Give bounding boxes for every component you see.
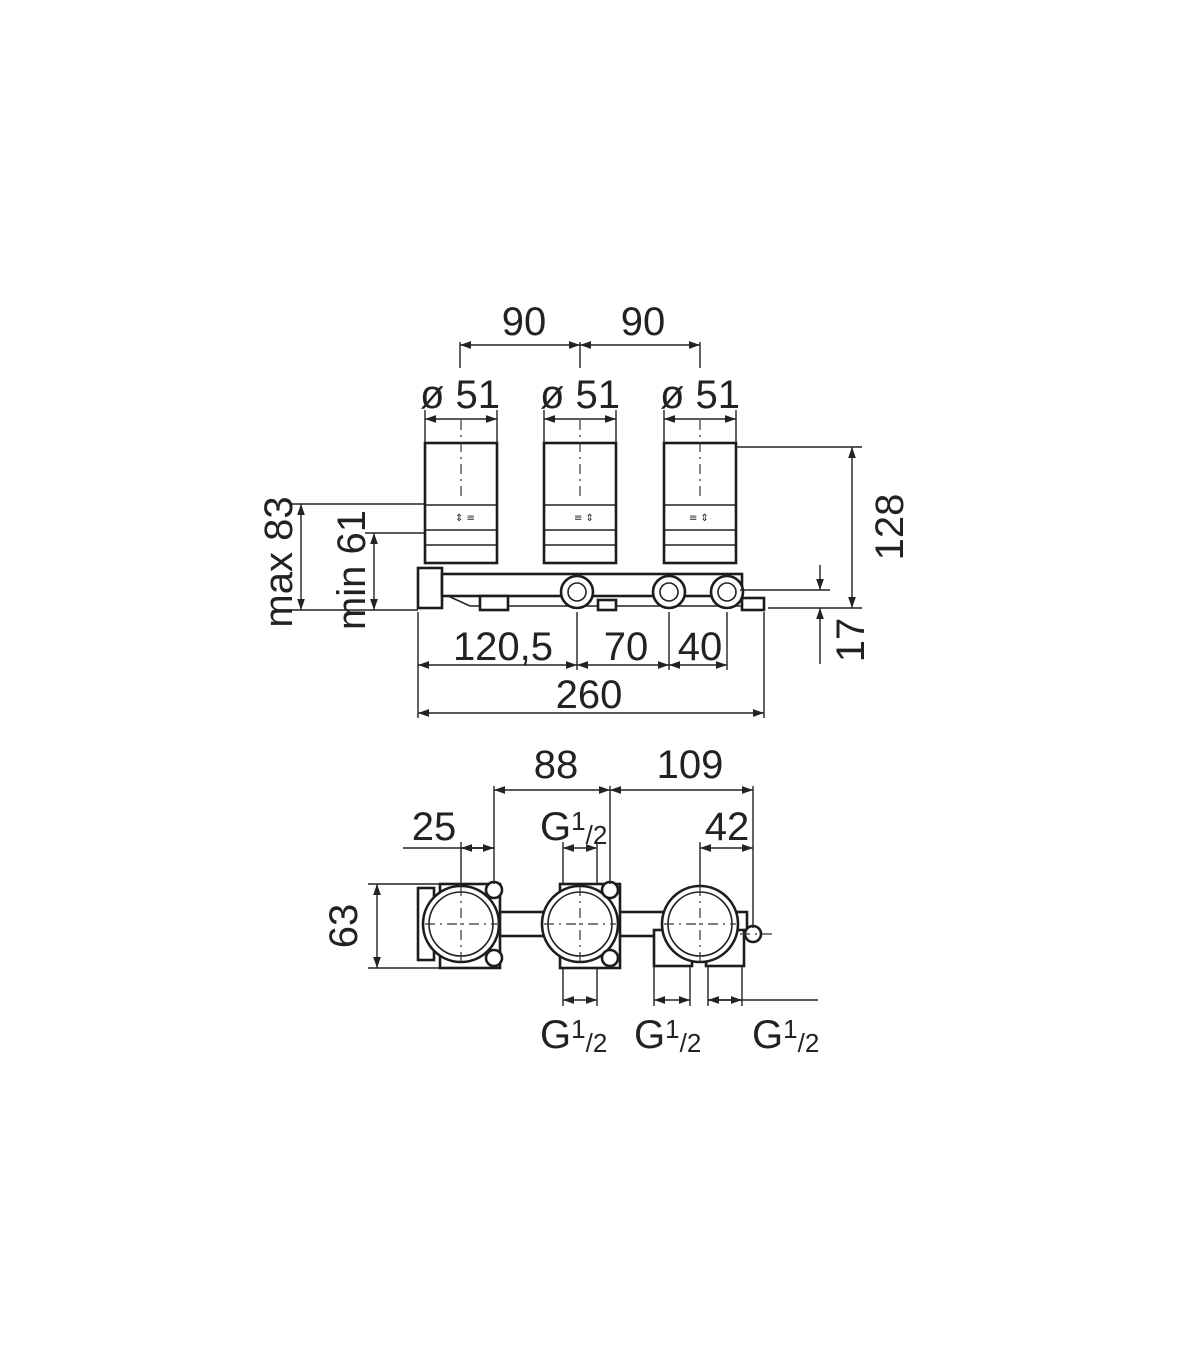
thread-bottom-2: G1/2	[634, 1013, 701, 1058]
dimension-diameter-3: ø 51	[660, 373, 740, 417]
thread-denominator: /2	[586, 820, 608, 850]
dimension-diameter-1: ø 51	[420, 373, 500, 417]
dimension-17: 17	[829, 618, 873, 663]
dimension-88: 88	[534, 743, 579, 787]
svg-text:G1/2: G1/2	[540, 1013, 607, 1058]
mounting-body	[416, 566, 766, 612]
valve-cylinder-right: ≡ ⇕	[662, 420, 738, 565]
thread-numerator: 1	[571, 806, 585, 836]
dimension-diameters: ø 51 ø 51 ø 51	[420, 373, 740, 443]
plan-view: 88 109 25 G1/2 42	[322, 743, 819, 1058]
svg-text:⇕ ≡: ⇕ ≡	[455, 513, 475, 524]
thread-denominator: /2	[680, 1028, 702, 1058]
thread-top-center: G1/2	[540, 805, 607, 884]
thread-g: G	[752, 1013, 783, 1057]
dimension-25: 25	[412, 805, 457, 849]
valve-cylinder-left: ⇕ ≡	[423, 420, 499, 565]
dimension-max-83: max 83	[257, 496, 425, 628]
thread-numerator: 1	[665, 1014, 679, 1044]
thread-g: G	[540, 805, 571, 849]
thread-numerator: 1	[783, 1014, 797, 1044]
svg-text:≡ ⇕: ≡ ⇕	[574, 513, 594, 524]
dimension-diameter-2: ø 51	[540, 373, 620, 417]
svg-text:G1/2: G1/2	[752, 1013, 819, 1058]
dimension-260: 260	[556, 673, 623, 717]
svg-text:≡ ⇕: ≡ ⇕	[689, 513, 709, 524]
dimension-63: 63	[322, 904, 366, 949]
thread-g: G	[634, 1013, 665, 1057]
valve-cylinder-center: ≡ ⇕	[542, 420, 618, 565]
dimension-chain: 120,5 70 40	[417, 612, 765, 718]
thread-bottom-1: G1/2	[540, 1013, 607, 1058]
dimension-42: 42	[705, 805, 750, 849]
dimension-40: 40	[678, 625, 723, 669]
plan-body	[416, 880, 775, 970]
dimension-offset-17: 17	[740, 565, 873, 664]
svg-text:G1/2: G1/2	[634, 1013, 701, 1058]
dimension-plan-88-109: 88 109	[493, 743, 754, 928]
thread-bottom-3: G1/2	[752, 1013, 819, 1058]
thread-denominator: /2	[586, 1028, 608, 1058]
dimension-plan-42: 42	[699, 805, 753, 886]
dimension-90-right: 90	[621, 300, 666, 344]
svg-text:G1/2: G1/2	[540, 805, 607, 850]
thread-numerator: 1	[571, 1014, 585, 1044]
dimension-plan-25: 25	[403, 805, 494, 886]
dimension-spacing: 90 90	[459, 300, 701, 368]
dimension-min-61: min 61	[330, 510, 425, 630]
dimension-120-5: 120,5	[453, 625, 553, 669]
dimension-height-128: 128	[736, 446, 912, 609]
dimension-min-61-label: min 61	[330, 510, 374, 630]
dimension-128: 128	[868, 494, 912, 561]
thread-bottom-dims	[562, 966, 818, 1006]
dimension-total-width: 260	[418, 673, 764, 717]
dimension-plan-63: 63	[322, 883, 440, 969]
dimension-90-left: 90	[502, 300, 547, 344]
thread-denominator: /2	[798, 1028, 820, 1058]
front-view: ⇕ ≡ ≡ ⇕ ≡ ⇕	[257, 300, 912, 718]
dimension-70: 70	[604, 625, 649, 669]
thread-g: G	[540, 1013, 571, 1057]
dimension-109: 109	[657, 743, 724, 787]
dimension-max-83-label: max 83	[257, 496, 301, 627]
